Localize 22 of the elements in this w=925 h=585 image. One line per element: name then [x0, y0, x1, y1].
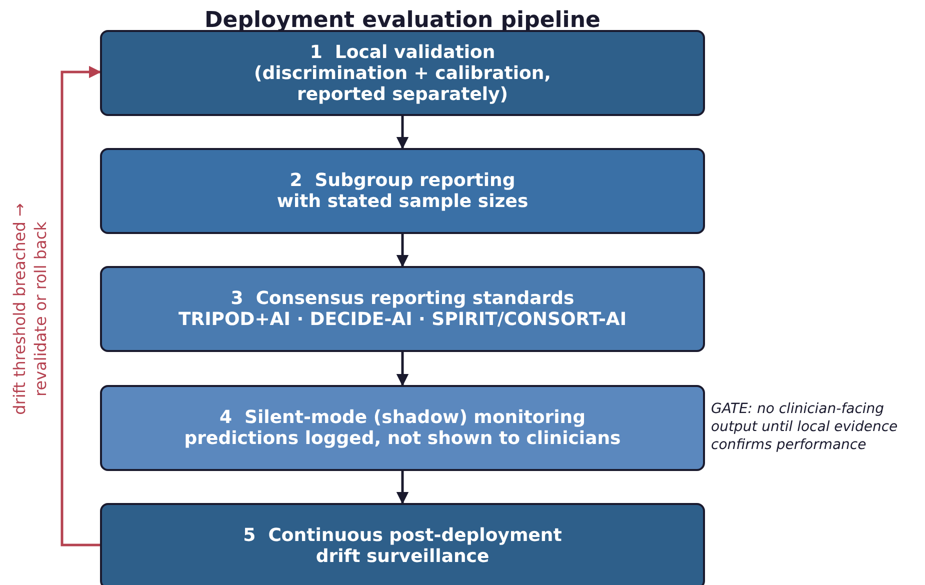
step-title: 3 Consensus reporting standards	[230, 288, 574, 309]
feedback-arrow	[60, 66, 102, 546]
arrow	[396, 352, 409, 386]
step-title: 4 Silent-mode (shadow) monitoring	[219, 407, 586, 428]
process-box	[100, 30, 705, 116]
process-box	[100, 148, 705, 234]
arrow	[396, 471, 409, 504]
step-description: with stated sample sizes	[276, 191, 528, 212]
process-box	[100, 503, 705, 585]
step-title: 2 Subgroup reporting	[290, 170, 516, 191]
step-description: predictions logged, not shown to clinicians	[184, 428, 621, 449]
arrow	[396, 116, 409, 150]
step-description: (discrimination + calibration, reported separately)	[252, 62, 552, 104]
step-title: 5 Continuous post-deployment	[243, 525, 562, 546]
step-description: drift surveillance	[316, 546, 490, 567]
gate-note: GATE: no clinician-facing output until local evidence confirms performance	[711, 400, 899, 454]
diagram-title: Deployment evaluation pipeline	[204, 7, 602, 35]
step-description: TRIPOD+AI · DECIDE-AI · SPIRIT/CONSORT-AI	[178, 309, 627, 330]
arrow	[396, 234, 409, 268]
step-title: 1 Local validation	[310, 42, 496, 62]
process-box	[100, 385, 705, 471]
process-box	[100, 266, 705, 352]
